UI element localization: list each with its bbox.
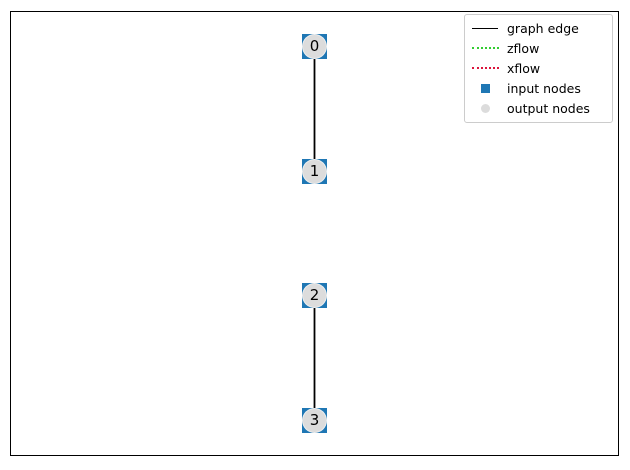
square-swatch-icon <box>480 84 490 94</box>
legend-label: xflow <box>507 60 541 76</box>
legend-entry: graph edge <box>471 18 606 38</box>
legend-swatch-box <box>471 67 499 70</box>
line-dotted-swatch-icon <box>471 67 499 70</box>
node-label: 0 <box>309 36 320 55</box>
legend-swatch-box <box>471 27 499 29</box>
legend-label: output nodes <box>507 101 590 117</box>
graph-node-3: 3 <box>302 407 327 433</box>
circle-swatch-icon <box>480 104 490 114</box>
legend-entry: output nodes <box>471 99 606 119</box>
legend-swatch-box <box>471 104 499 114</box>
output-node-circle <box>302 33 327 59</box>
legend-entry: input nodes <box>471 79 606 99</box>
legend-entry: xflow <box>471 58 606 78</box>
node-label: 2 <box>309 285 320 304</box>
output-node-circle <box>302 158 327 184</box>
graph-node-0: 0 <box>302 33 327 59</box>
legend-swatch-box <box>471 84 499 94</box>
legend-label: input nodes <box>507 81 581 97</box>
output-node-circle <box>302 407 327 433</box>
legend-swatch-box <box>471 47 499 50</box>
graph-node-1: 1 <box>302 158 327 184</box>
legend: graph edge zflow xflow input nodes output no… <box>464 14 613 123</box>
legend-entry: zflow <box>471 38 606 58</box>
legend-label: graph edge <box>507 20 579 36</box>
node-label: 1 <box>309 161 320 180</box>
legend-label: zflow <box>507 40 540 56</box>
line-solid-swatch-icon <box>472 27 498 29</box>
graph-node-2: 2 <box>302 282 327 308</box>
node-label: 3 <box>309 410 320 429</box>
line-dotted-swatch-icon <box>471 47 499 50</box>
output-node-circle <box>302 282 327 308</box>
